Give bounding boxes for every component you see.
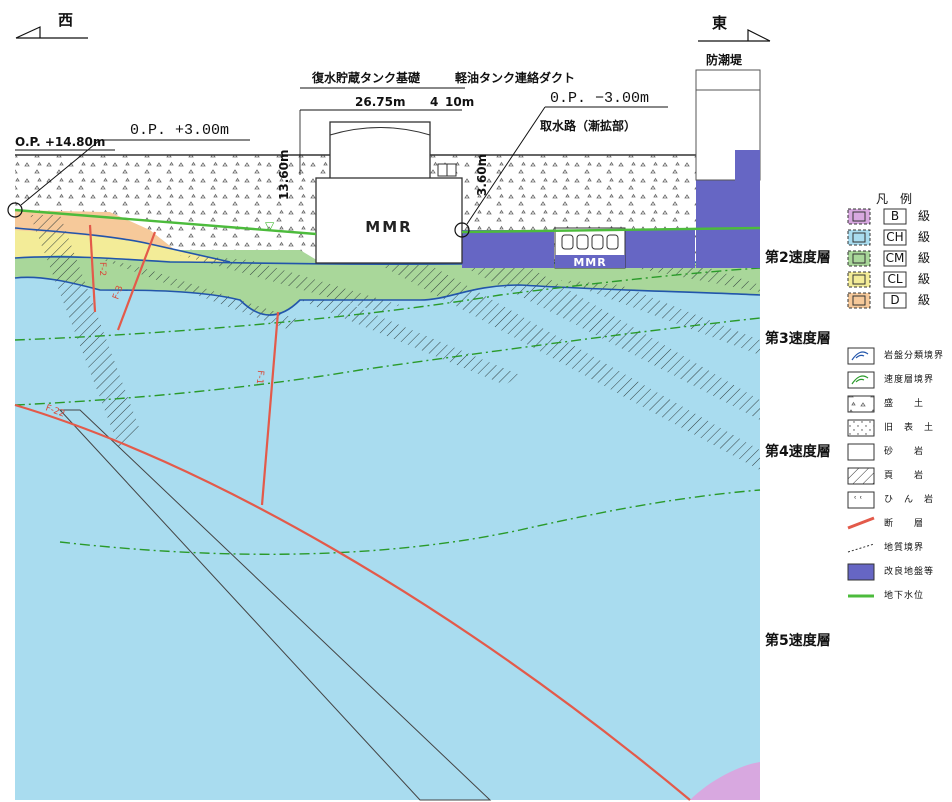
legend-grade-word: 級: [918, 272, 930, 286]
legend-label: 速度層境界: [884, 373, 934, 385]
tank-foundation: MMR: [315, 121, 463, 264]
width-a-label: 4: [430, 95, 438, 109]
height-b-label: 3.60m: [475, 154, 489, 196]
legend-grade-word: 級: [918, 293, 930, 307]
west-label: 西: [58, 11, 73, 29]
legend-label: 盛 土: [884, 397, 924, 409]
fault-tag-f3: F-3: [111, 284, 125, 301]
porphyrite-dike: [58, 409, 492, 801]
legend-label: 断 層: [884, 517, 924, 529]
legend-label: 地質境界: [884, 541, 924, 553]
old-topsoil-icon: [847, 419, 875, 437]
legend-item-velocity-layer-boundary: 速度層境界: [847, 371, 934, 389]
seawall-label: 防潮堤: [706, 52, 743, 67]
legend-label: 岩盤分類境界: [884, 349, 944, 361]
water-level-icon: ▽: [265, 219, 275, 233]
legend-item-old-topsoil: 旧 表 土: [847, 419, 934, 437]
legend-grade-ch: CH 級: [847, 229, 930, 246]
ground-elevation-label: O.P. +14.80m: [15, 135, 105, 149]
legend-item-sandstone: 砂 岩: [847, 443, 924, 461]
legend-grade-word: 級: [918, 230, 930, 244]
height-a-label: 13.60m: [277, 150, 291, 200]
legend-item-fill: 盛 土: [847, 395, 924, 413]
legend-title: 凡 例: [876, 192, 912, 206]
oil-duct-label: 軽油タンク連絡ダクト: [455, 70, 575, 85]
op-plus-label: 0.P. +3.00m: [130, 122, 229, 139]
mmr-label: MMR: [365, 218, 412, 236]
intake-mmr-label: MMR: [573, 256, 606, 269]
fault-tag-f1: F-1: [254, 370, 265, 385]
porphyrite-icon: ʿ ʿ: [847, 491, 875, 509]
legend-item-geologic-boundary: 地質境界: [847, 541, 924, 553]
improved-ground-zones: [462, 178, 760, 268]
legend-grade-word: 級: [918, 209, 930, 223]
groundwater-line: [14, 208, 761, 236]
faults: [14, 224, 691, 801]
svg-text:ʿ ʿ: ʿ ʿ: [854, 496, 862, 506]
legend-grade-code: CM: [886, 251, 905, 265]
rock-class-boundary-icon: [847, 347, 875, 365]
legend-grade-cl: CL 級: [847, 271, 930, 288]
legend-item-improved-ground: 改良地盤等: [847, 563, 934, 581]
seawall-structure: [695, 69, 761, 195]
velocity-layer-boundary-icon: [847, 371, 875, 389]
legend-item-fault: 断 層: [847, 516, 924, 530]
legend-grade-cm: CM 級: [847, 250, 930, 267]
legend-grade-code: D: [890, 293, 899, 307]
geologic-boundary-icon: [847, 543, 875, 553]
fault-tag-f2: F-2: [97, 262, 107, 276]
legend-label: 砂 岩: [884, 445, 924, 457]
velocity-boundaries: [14, 267, 761, 555]
legend-grade-code: B: [891, 209, 899, 223]
intake-label: 取水路（漸拡部）: [540, 118, 636, 133]
legend-item-shale: 頁 岩: [847, 467, 924, 485]
legend-grade-code: CH: [886, 230, 903, 244]
width-b-label: 10m: [445, 95, 474, 109]
op-plus-marker: [7, 202, 23, 218]
b-rock-zone: [690, 762, 760, 800]
west-arrow-icon: [15, 26, 88, 39]
improved-ground-icon: [847, 563, 875, 581]
east-label: 東: [712, 14, 727, 32]
legend-grade-word: 級: [918, 251, 930, 265]
legend-label: 改良地盤等: [884, 565, 934, 577]
legend-label: 地下水位: [884, 589, 924, 601]
ch-rock-zone: [15, 245, 760, 800]
legend-item-rock-class-boundary: 岩盤分類境界: [847, 347, 944, 365]
width-main-label: 26.75m: [355, 95, 405, 109]
legend-label: 頁 岩: [884, 469, 924, 481]
legend-grade-code: CL: [887, 272, 902, 286]
op-minus-label: 0.P. −3.00m: [550, 90, 649, 107]
sandstone-icon: [847, 443, 875, 461]
legend-label: 旧 表 土: [884, 421, 934, 433]
velocity-layer-2: 第2速度層: [765, 249, 831, 266]
legend-label: ひ ん 岩: [884, 493, 934, 505]
intake-structure: MMR: [554, 227, 626, 269]
velocity-layer-4: 第4速度層: [765, 443, 831, 460]
fill-icon: [847, 395, 875, 413]
velocity-layer-3: 第3速度層: [765, 330, 831, 347]
east-arrow-icon: [698, 29, 771, 42]
legend-item-groundwater: 地下水位: [848, 589, 924, 601]
shale-bands: [30, 215, 760, 470]
op-minus-marker: [454, 222, 470, 238]
tank-foundation-label: 復水貯蔵タンク基礎: [311, 70, 421, 85]
fault-icon: [847, 516, 875, 530]
shale-icon: [847, 467, 875, 485]
velocity-layer-5: 第5速度層: [765, 632, 831, 649]
